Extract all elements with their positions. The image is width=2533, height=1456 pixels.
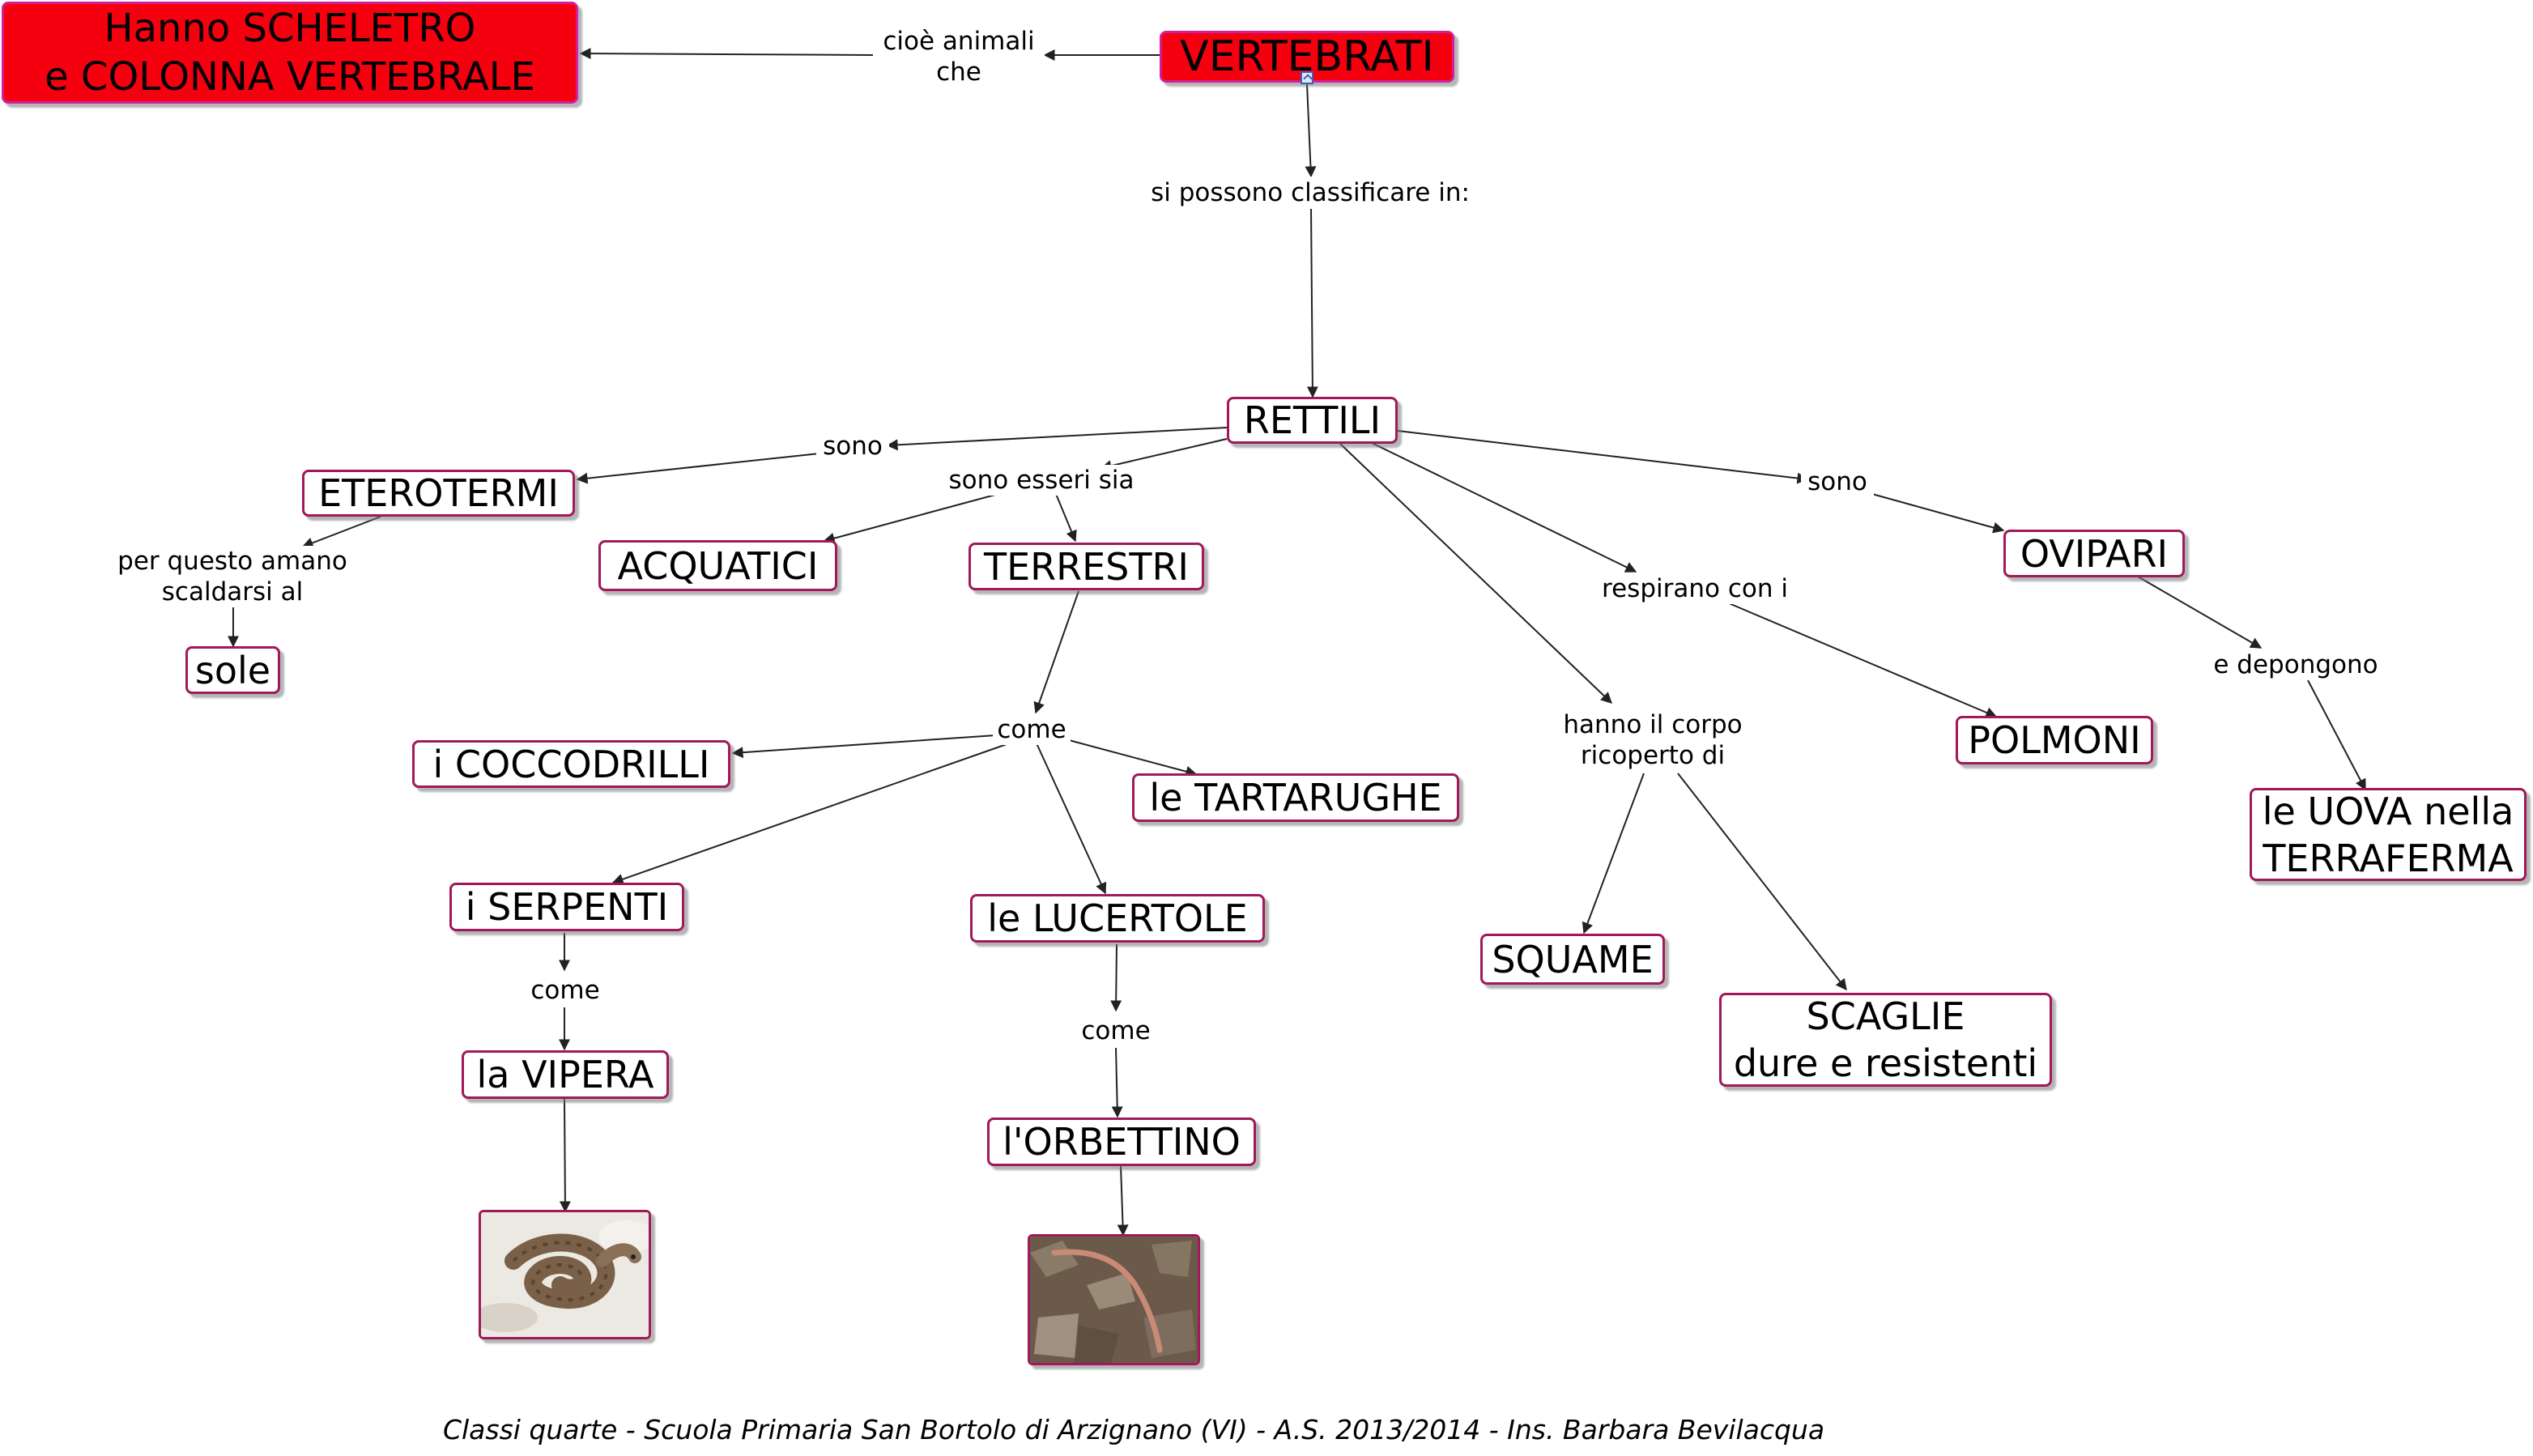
concept-uova[interactable]: le UOVA nella TERRAFERMA <box>2250 788 2527 881</box>
link-respirano-con-i[interactable]: respirano con i <box>1592 573 1798 604</box>
edge-cioe-scheletro <box>579 48 874 60</box>
edge-come1-serpenti <box>611 743 1010 885</box>
concept-serpenti[interactable]: i SERPENTI <box>449 883 684 931</box>
edge-rettili-hanno <box>1339 443 1613 704</box>
edge-terrestri-come1 <box>1033 590 1079 714</box>
link-sono-eterotermi[interactable]: sono <box>816 431 889 462</box>
edge-rettili-esseri <box>1100 438 1228 471</box>
edge-rettili-sono1 <box>886 427 1228 451</box>
edge-hanno-scaglie <box>1677 773 1847 991</box>
edge-lucertole-come3 <box>1110 943 1122 1012</box>
edge-ovipari-depongono <box>2137 576 2263 649</box>
concept-acquatici[interactable]: ACQUATICI <box>598 540 837 591</box>
edge-hanno-squame <box>1582 773 1645 934</box>
concept-lucertole[interactable]: le LUCERTOLE <box>970 894 1265 943</box>
edge-rettili-sono2 <box>1397 430 1809 484</box>
edge-orbettino-photo <box>1117 1165 1129 1237</box>
edge-come1-lucertole <box>1036 743 1107 895</box>
edge-rettili-respirano <box>1368 441 1637 573</box>
root-marker-icon <box>1301 71 1313 84</box>
link-come-serpenti[interactable]: come <box>526 975 604 1006</box>
link-hanno-il-corpo[interactable]: hanno il corpo ricoperto di <box>1548 709 1757 771</box>
concept-scaglie[interactable]: SCAGLIE dure e resistenti <box>1719 993 2052 1087</box>
concept-rettili[interactable]: RETTILI <box>1227 397 1398 444</box>
edge-sono2-ovipari <box>1871 493 2005 534</box>
slow-worm-photo[interactable] <box>1028 1234 1200 1365</box>
edge-esseri-terrestri <box>1055 493 1077 543</box>
link-si-possono-classificare[interactable]: si possono classificare in: <box>1135 177 1485 209</box>
edge-vipera-photo <box>559 1098 571 1213</box>
link-sono-esseri-sia[interactable]: sono esseri sia <box>936 465 1147 496</box>
edge-come1-tartarughe <box>1068 739 1198 777</box>
concept-squame[interactable]: SQUAME <box>1480 934 1665 985</box>
concept-coccodrilli[interactable]: i COCCODRILLI <box>412 740 730 788</box>
link-come-lucertole[interactable]: come <box>1077 1015 1155 1046</box>
edge-eterotermi-perquesto <box>301 516 381 549</box>
edge-esseri-acquatici <box>823 492 1005 544</box>
edge-sono1-eterotermi <box>576 453 820 484</box>
link-sono-ovipari[interactable]: sono <box>1801 466 1874 497</box>
concept-terrestri[interactable]: TERRESTRI <box>968 543 1204 590</box>
concept-scheletro[interactable]: Hanno SCHELETRO e COLONNA VERTEBRALE <box>2 2 578 104</box>
link-come-terrestri[interactable]: come <box>993 714 1071 745</box>
edge-vertebrati-classificare <box>1305 83 1317 178</box>
edge-respirano-polmoni <box>1722 600 1998 718</box>
concept-vipera[interactable]: la VIPERA <box>462 1050 669 1099</box>
concept-sole[interactable]: sole <box>185 646 280 694</box>
viper-photo[interactable] <box>479 1210 651 1339</box>
footer-credits: Classi quarte - Scuola Primaria San Bort… <box>442 1414 1825 1445</box>
concept-ovipari[interactable]: OVIPARI <box>2003 530 2185 577</box>
edge-come1-coccodrilli <box>731 734 997 759</box>
concept-eterotermi[interactable]: ETEROTERMI <box>302 470 575 517</box>
link-per-questo-amano[interactable]: per questo amano scaldarsi al <box>104 546 361 607</box>
edge-depongono-uova <box>2307 679 2366 791</box>
concept-orbettino[interactable]: l'ORBETTINO <box>987 1118 1256 1166</box>
concept-polmoni[interactable]: POLMONI <box>1956 716 2153 764</box>
link-e-depongono[interactable]: e depongono <box>2204 649 2387 680</box>
concept-tartarughe[interactable]: le TARTARUGHE <box>1132 773 1459 822</box>
edge-classificare-rettili <box>1306 208 1318 398</box>
edge-come3-orbettino <box>1111 1047 1123 1118</box>
link-cioe-animali-che[interactable]: cioè animali che <box>873 24 1045 89</box>
